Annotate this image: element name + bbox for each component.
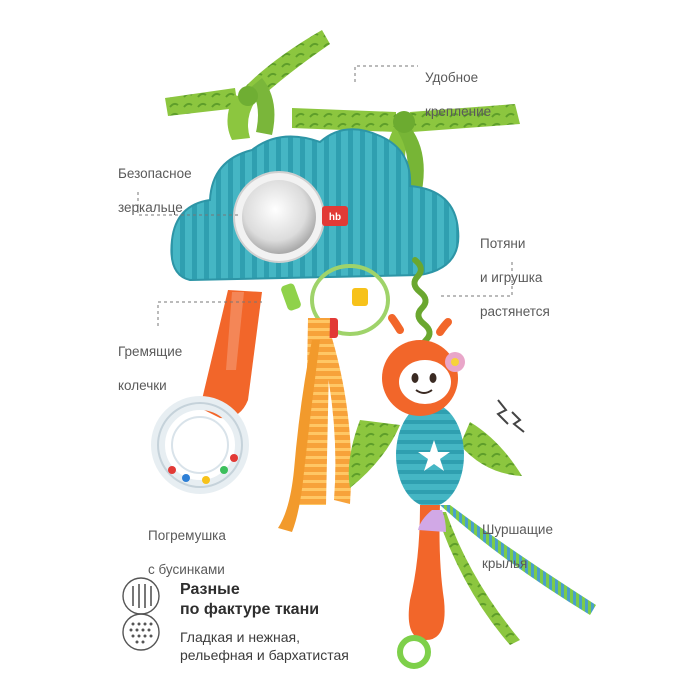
feature-title-line1: Разные (180, 581, 240, 598)
callout-pull-line1: Потяни (480, 236, 526, 251)
callout-rattle-line1: Погремушка (148, 528, 226, 543)
feature-title-line2: по фактуре ткани (180, 601, 320, 618)
star-icon (418, 440, 450, 471)
rattle-strap (200, 290, 262, 419)
brand-tag: hb (322, 206, 348, 226)
callout-mount-line2: крепление (425, 104, 492, 119)
leader-lines (137, 65, 513, 326)
callout-wings: Шуршащие крылья (482, 504, 553, 589)
feature-title: Разные по фактуре ткани (180, 580, 319, 620)
callout-rattle: Погремушка с бусинками (148, 510, 226, 595)
stretch-spring (411, 257, 433, 359)
callout-mirror-line1: Безопасное (118, 166, 192, 181)
callout-mount-line1: Удобное (425, 70, 479, 85)
callout-pull: Потяни и игрушка растянется (480, 218, 550, 337)
callout-pull-line2: и игрушка (480, 270, 543, 285)
callout-rings-line2: колечки (118, 378, 167, 393)
mirror (233, 171, 325, 263)
callout-rings-line1: Гремящие (118, 344, 183, 359)
callout-rattle-line2: с бусинками (148, 562, 225, 577)
bead-rattle-ring (151, 396, 249, 494)
callout-pull-line3: растянется (480, 304, 550, 319)
callout-rings: Гремящие колечки (118, 326, 182, 411)
brand-tag-text: hb (329, 212, 341, 223)
callout-mirror: Безопасное зеркальце (118, 148, 192, 233)
callout-wings-line2: крылья (482, 556, 528, 571)
callout-mirror-line2: зеркальце (118, 200, 183, 215)
dots-texture-icon (122, 613, 160, 651)
stripes-texture-icon (122, 577, 160, 615)
striped-ribbons (278, 318, 352, 532)
feature-description: Гладкая и нежная, рельефная и бархатиста… (180, 628, 349, 664)
callout-mount: Удобное крепление (425, 52, 491, 137)
feature-description-line1: Гладкая и нежная, (180, 629, 301, 645)
bug-tails (397, 505, 596, 669)
bug-toy (348, 314, 525, 507)
callout-wings-line1: Шуршащие (482, 522, 553, 537)
feature-description-line2: рельефная и бархатистая (180, 647, 349, 663)
